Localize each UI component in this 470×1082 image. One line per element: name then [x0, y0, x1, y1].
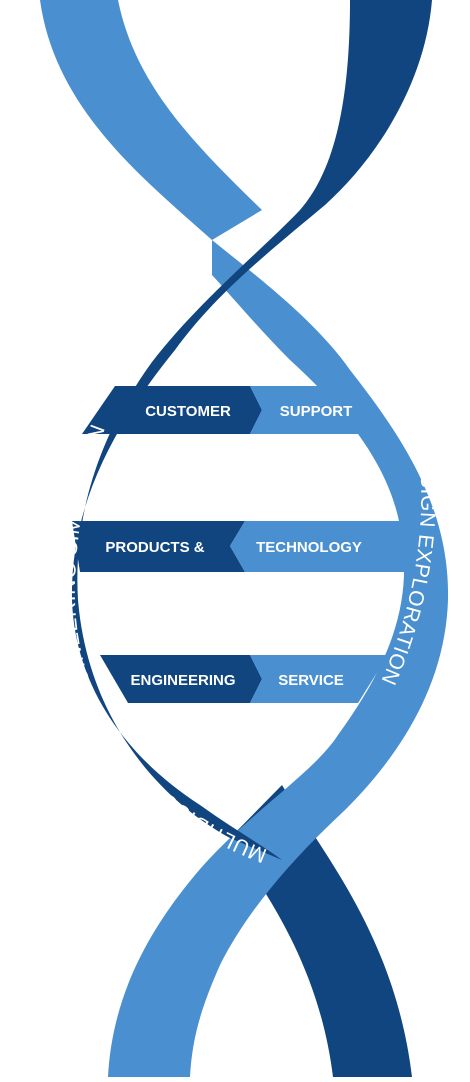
left-strand-label: MULTIDISCIPLINARY ENGINEERING SIMULATION — [57, 422, 270, 867]
rung-2-left — [72, 521, 245, 572]
left-strand-label-path: MULTIDISCIPLINARY ENGINEERING SIMULATION — [57, 422, 270, 867]
rung-1-left — [82, 386, 262, 434]
light-strand-main — [108, 240, 449, 1077]
rung-3-left-label: ENGINEERING — [130, 672, 235, 689]
rung-2-left-label: PRODUCTS & — [105, 539, 204, 556]
rung-2-right — [230, 521, 405, 572]
rung-3-right-label: SERVICE — [278, 672, 344, 689]
rung-1-right-label: SUPPORT — [280, 403, 353, 420]
rung-2-right-label: TECHNOLOGY — [256, 539, 362, 556]
light-strand-top-back — [40, 0, 262, 240]
rung-1-left-label: CUSTOMER — [145, 403, 231, 420]
rung-3-right — [250, 655, 388, 703]
rung-3-left — [100, 655, 262, 703]
dark-strand-main — [71, 0, 432, 860]
